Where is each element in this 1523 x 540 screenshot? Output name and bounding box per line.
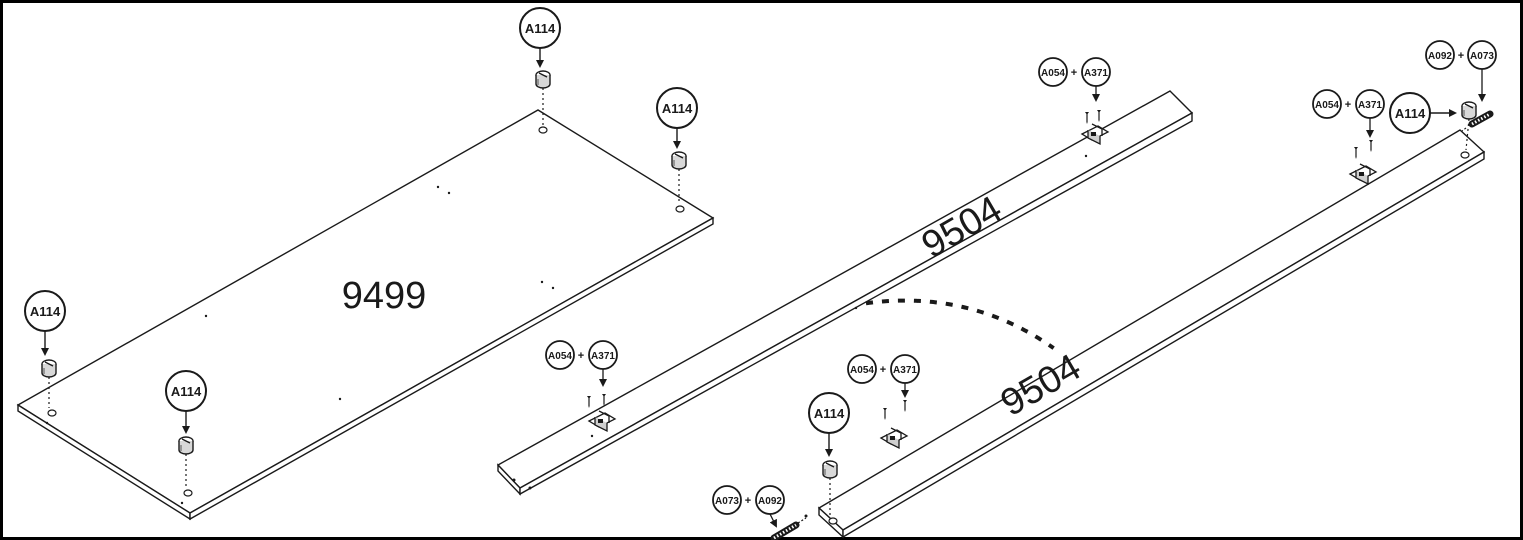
panel-label-9499: 9499 [342,275,427,317]
callout-a114: A114 [808,392,850,457]
callout-pair-a092-a073: A092 + A073 [1425,40,1497,102]
callout-label: A114 [171,384,202,399]
screw [903,400,907,412]
screw [587,396,591,408]
callout-label: A114 [30,304,61,319]
plus-sign: + [578,350,584,362]
cam-fitting [822,460,838,479]
callout-a114: A114 [656,87,698,149]
plus-sign: + [745,495,751,507]
callout-label: A092 [1428,51,1452,62]
insertion-guide [1465,118,1470,151]
cam-fitting [178,436,194,455]
callout-label: A054 [548,351,572,362]
callout-label: A054 [1041,68,1065,79]
plus-sign: + [880,364,886,376]
callout-label: A371 [1084,68,1108,79]
plus-sign: + [1071,67,1077,79]
cam-fitting [1461,101,1477,120]
cam-fitting [535,70,551,89]
screw [1369,140,1373,152]
callout-label: A073 [715,496,739,507]
callout-label: A371 [591,351,615,362]
callout-pair-a054-a371: A054 + A371 [545,340,618,387]
callout-label: A114 [814,406,845,421]
hinge-bracket [1349,163,1377,185]
callout-label: A073 [1470,51,1494,62]
rotation-dotted-arc [865,298,1055,350]
callout-label: A114 [662,101,693,116]
panel-9504-right: 9504 [804,129,1486,539]
callout-pair-a073-a092: A073 + A092 [712,485,785,528]
callout-label: A114 [525,21,556,36]
callout-label: A114 [1395,106,1426,121]
callout-a114: A114 [165,370,207,434]
dowel-bolt [770,517,807,540]
panel-9499: 9499 [16,109,715,521]
callout-pair-a054-a371: A054 + A371 [847,354,920,398]
screw [1354,147,1358,159]
callout-a114: A114 [1389,92,1457,134]
callout-label: A371 [1358,100,1382,111]
screw [1085,112,1089,124]
cam-fitting [41,359,57,378]
callout-label: A054 [1315,100,1339,111]
hinge-bracket [880,427,908,449]
screw [1097,110,1101,122]
cam-fitting [671,151,687,170]
callout-pair-a054-a371: A054 + A371 [1312,89,1385,138]
plus-sign: + [1345,99,1351,111]
callout-a114: A114 [519,7,561,68]
callout-pair-a054-a371: A054 + A371 [1038,57,1111,102]
plus-sign: + [1458,50,1464,62]
callout-label: A371 [893,365,917,376]
screw [883,408,887,420]
callout-label: A092 [758,496,782,507]
screw [602,394,606,406]
callout-label: A054 [850,365,874,376]
callout-a114: A114 [24,290,66,356]
dowel-bolt [1461,110,1494,132]
